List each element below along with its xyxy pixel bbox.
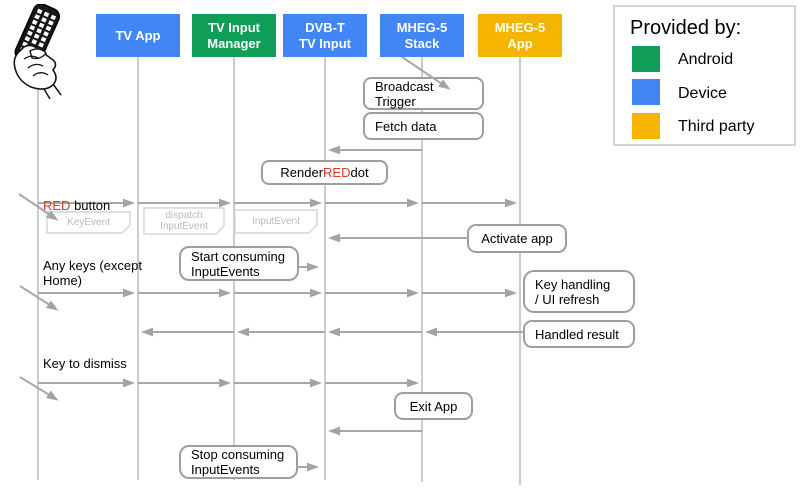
fetch-data-label: Fetch data (375, 118, 437, 134)
actor-tv-input-manager: TV Input Manager (192, 14, 276, 57)
keyevent-note-shape (46, 211, 131, 234)
stop-consuming-label: Stop consuming InputEvents (191, 447, 285, 477)
render-red-dot-red: RED (323, 165, 351, 180)
broadcast-trigger-box (363, 77, 484, 110)
dispatch-inputevent-note-label: dispatch InputEvent (160, 210, 208, 232)
render-red-dot-box (261, 160, 388, 185)
red-button-rest: button (70, 198, 111, 213)
broadcast-trigger-label: Broadcast Trigger (375, 78, 434, 109)
exit-app-label: Exit App (409, 398, 458, 414)
event-notes (46, 207, 318, 235)
red-button-red: RED (43, 198, 71, 213)
activate-app-label: Activate app (481, 231, 553, 246)
key-handling-label: Key handling / UI refresh (535, 276, 611, 307)
legend: Provided by: Android Device Third party (613, 5, 796, 146)
remote-control-icon (13, 4, 62, 100)
actor-mheg5-app: MHEG-5 App (478, 14, 562, 57)
inputevent-note-shape (234, 209, 318, 234)
start-consuming-box (179, 246, 299, 281)
render-red-dot-pre: Render (280, 165, 324, 180)
actor-dvbt-tv-input: DVB-T TV Input (283, 14, 367, 57)
keyevent-note-label: KeyEvent (67, 217, 110, 228)
dispatch-inputevent-note-shape (143, 207, 225, 235)
exit-app-box (394, 392, 473, 420)
stop-consuming-box (179, 445, 298, 479)
red-button-label: RED button (43, 183, 110, 213)
arrow-broadcast-trigger-in (401, 56, 451, 90)
legend-label-device: Device (678, 85, 727, 102)
legend-label-third-party: Third party (678, 118, 755, 135)
legend-swatch-device (632, 79, 660, 105)
legend-title: Provided by: (630, 17, 742, 39)
key-handling-box (523, 270, 635, 313)
arrow-remote-press-red (18, 193, 59, 221)
render-red-dot-post: dot (350, 165, 369, 180)
message-boxes (179, 77, 635, 479)
fetch-data-box (363, 112, 484, 140)
arrow-remote-press-anykey (19, 285, 59, 311)
actor-mheg5-stack: MHEG-5 Stack (380, 14, 464, 57)
key-to-dismiss-label: Key to dismiss (43, 356, 127, 371)
handled-result-label: Handled result (535, 326, 619, 342)
legend-swatch-android (632, 46, 660, 72)
actor-tv-app: TV App (96, 14, 180, 57)
inputevent-note-label: InputEvent (252, 216, 300, 227)
any-keys-label: Any keys (except Home) (43, 258, 142, 288)
legend-swatch-third-party (632, 113, 660, 139)
render-red-dot-label: Render RED dot (262, 161, 387, 184)
legend-label-android: Android (678, 51, 734, 68)
arrows (18, 56, 524, 472)
handled-result-box (523, 320, 635, 348)
arrow-remote-press-dismiss (19, 376, 59, 401)
start-consuming-label: Start consuming InputEvents (191, 248, 285, 279)
